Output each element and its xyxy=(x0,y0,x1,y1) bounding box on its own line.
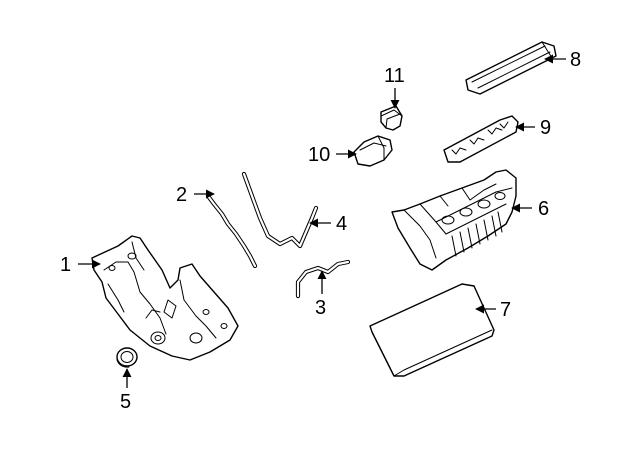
valve-cover-part xyxy=(391,169,517,271)
callout-8: 8 xyxy=(570,49,581,71)
callout-6: 6 xyxy=(538,198,549,220)
callout-1: 1 xyxy=(60,254,71,276)
callout-10: 10 xyxy=(308,144,330,166)
cover-gasket-part xyxy=(241,171,319,249)
callout-labels: 1 2 3 4 5 6 7 8 9 10 11 xyxy=(60,49,581,413)
callout-7: 7 xyxy=(500,299,511,321)
callout-4: 4 xyxy=(336,213,347,235)
valve-cover-trim-part xyxy=(465,41,557,95)
callout-3: 3 xyxy=(315,297,326,319)
timing-cover-part xyxy=(91,235,239,361)
callout-5: 5 xyxy=(120,391,131,413)
timing-cover-gasket-part xyxy=(205,193,258,269)
callout-2: 2 xyxy=(176,184,187,206)
callout-11: 11 xyxy=(384,65,405,87)
filler-cap-seal-part xyxy=(353,135,393,167)
intake-gasket-part xyxy=(369,283,495,377)
seal-strip-part xyxy=(295,259,351,299)
spark-plug-seal-part xyxy=(443,115,519,163)
oil-filler-cap-part xyxy=(380,105,403,131)
leader-lines xyxy=(78,54,566,388)
callout-9: 9 xyxy=(540,117,551,139)
front-seal-part xyxy=(116,347,138,368)
